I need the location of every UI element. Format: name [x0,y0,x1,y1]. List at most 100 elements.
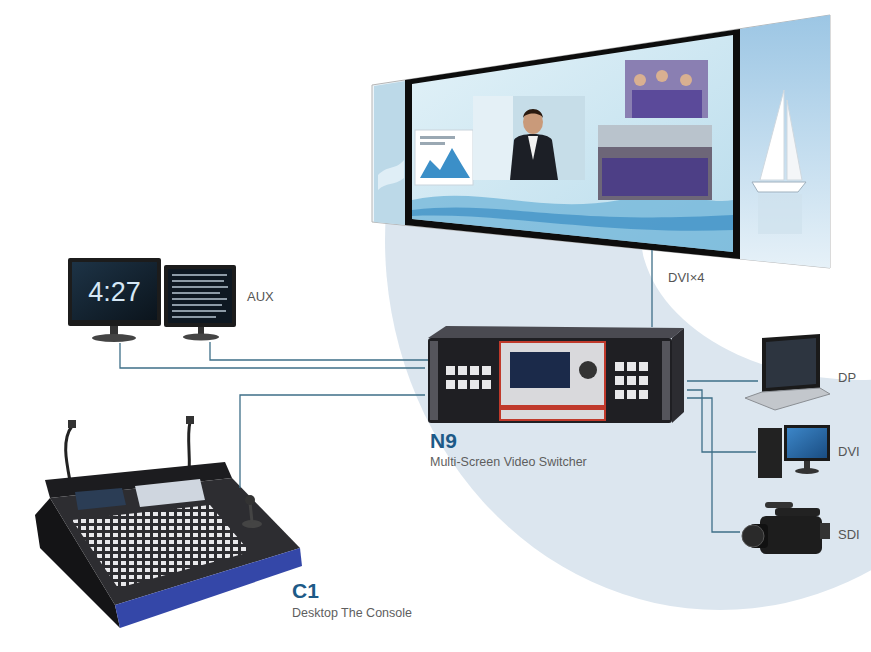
button-grid [446,366,491,389]
video-wall [372,15,830,268]
background-cone [385,200,871,610]
audience-photo [598,125,712,200]
rack-ear [430,341,438,420]
monitor-base [183,334,219,341]
signal-cable [687,390,756,452]
button-grid [615,362,648,399]
center-panel [500,342,605,420]
crowd-shirts [632,90,702,118]
port-label: SDI [838,527,860,543]
chart-area [420,148,470,178]
audience-wall [598,125,712,147]
speaker-photo [473,96,585,180]
camera-body [760,516,822,554]
console-device: C1Desktop The Console [30,460,440,640]
wall-slide [412,35,733,252]
device-caption: Multi-Screen Video Switcher [430,455,587,470]
switcher-device: N9Multi-Screen Video Switcher [425,318,687,478]
signal-cable [120,343,425,368]
signal-cable [687,398,740,532]
signal-label: DVI×4 [668,270,705,286]
control-knob [579,361,597,379]
aux-monitor-group: AUX [65,255,280,343]
crowd-face [680,74,692,86]
prompter-lines [172,274,228,318]
pc-tower [758,428,782,478]
laptop-source: DP [758,332,867,414]
switcher-top [428,326,684,338]
clock-display: 4:27 [72,276,157,308]
monitor-base [92,334,136,342]
slide-wave [412,196,733,252]
camera-source: SDI [740,497,867,567]
monitor-screen [168,269,232,323]
camera-lens [742,525,764,547]
monitor-frame [68,258,161,326]
chart-card [415,130,473,185]
cone-fill [385,200,871,610]
c1-console [35,416,302,628]
signal-cable [687,380,758,381]
wall-left-panel [374,81,405,225]
crowd-face [634,74,646,86]
camera-viewfinder [820,523,830,539]
dvi-wire [651,250,652,327]
crowd-face [656,70,668,82]
chart-line [420,142,445,145]
joystick-stick [250,502,252,522]
signal-wires [210,250,652,488]
speaker-suit [510,134,558,180]
lcd-display [510,352,570,388]
boat-reflection [758,194,802,234]
console-wire-stub [239,460,240,488]
pc-monitor [784,425,830,461]
device-name: N9 [430,428,457,453]
laptop-base [745,388,830,410]
chart-line [420,136,455,139]
camera-mic [765,502,793,508]
laptop [745,334,830,410]
monitor-screen [72,262,157,320]
slide-wave [412,208,733,231]
wall-center-frame [405,29,740,259]
pc-base [795,468,819,474]
port-label: DVI [838,444,860,460]
console-surface [50,478,300,605]
hand-image [378,160,404,190]
console-buttons [72,505,250,588]
aux-wire [210,342,428,360]
boat-hull [752,182,806,192]
wall-frame [372,15,830,268]
wall-right-panel [740,15,830,268]
signal-cable [240,395,425,460]
pc-stand [804,461,810,469]
device-name: C1 [292,578,319,603]
speaker-hair [523,109,543,118]
console-screen [75,488,126,510]
device-caption: Desktop The Console [292,606,412,621]
port-label: AUX [247,289,274,305]
aux-monitors [68,258,236,342]
desktop-pc [758,425,830,478]
switcher-front [428,338,672,423]
pc-screen [787,428,827,458]
port-label: DP [838,370,856,386]
lamp-head [68,420,76,428]
rack-ear [662,341,670,420]
red-strip [500,405,605,410]
console-screen [135,479,205,507]
laptop-screen [766,338,816,388]
laptop-lid [762,334,820,392]
lamp-head [186,416,194,424]
speaker-shirt [528,136,538,160]
audience-seats [602,158,708,196]
pc-source: DVI [756,420,867,485]
speaker-head [523,110,543,134]
switcher-side [672,328,684,423]
joystick-knob [245,495,255,505]
n9-switcher [428,326,684,423]
speaker-backdrop [473,96,513,180]
